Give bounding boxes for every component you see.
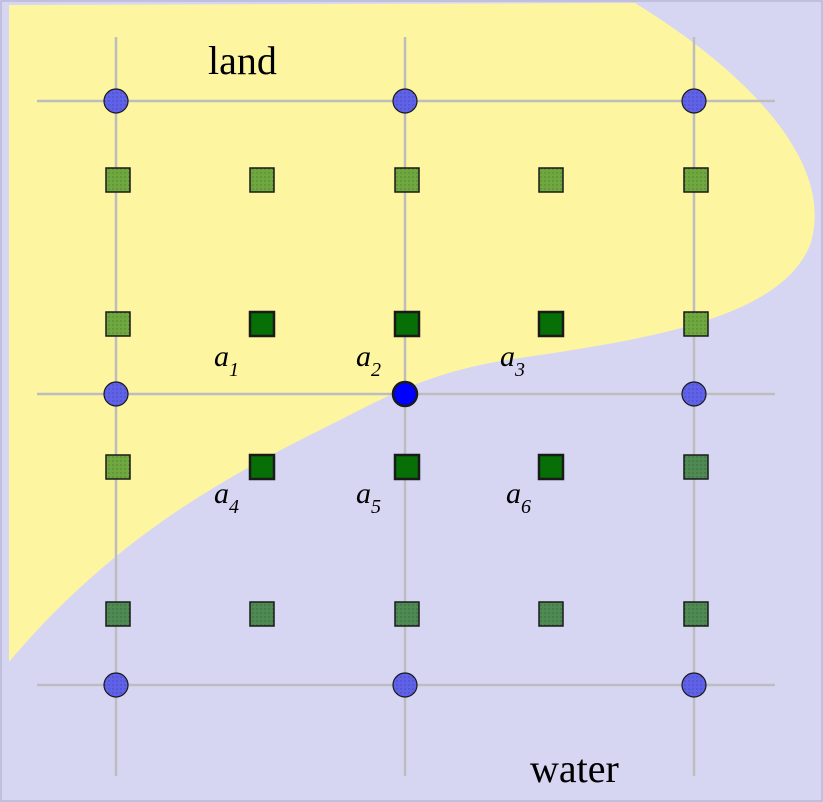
cells	[105, 167, 709, 627]
label-a6: a6	[506, 477, 531, 518]
highlighted-cell-square	[248, 310, 276, 338]
cell-square-texture	[684, 312, 708, 336]
node-circle-texture	[393, 89, 417, 113]
cell-square-texture	[684, 455, 708, 479]
water-label: water	[530, 746, 619, 791]
cell-square-texture	[539, 602, 563, 626]
label-a1: a1	[214, 340, 239, 381]
highlighted-cell-square	[537, 310, 565, 338]
cell-square-texture	[395, 168, 419, 192]
cell-square-texture	[684, 168, 708, 192]
land-label: land	[208, 38, 277, 83]
node-circle-texture	[104, 382, 128, 406]
cell-square-texture	[539, 168, 563, 192]
label-a3: a3	[500, 340, 525, 381]
cell-square-texture	[684, 602, 708, 626]
cell-square-texture	[250, 168, 274, 192]
label-a2: a2	[356, 340, 381, 381]
node-circle-texture	[682, 89, 706, 113]
node-circle-texture	[682, 673, 706, 697]
cell-square-texture	[106, 168, 130, 192]
cell-square-texture	[250, 602, 274, 626]
cell-square-texture	[106, 312, 130, 336]
node-circle-texture	[104, 673, 128, 697]
cell-square-texture	[106, 602, 130, 626]
a-labels: a1 a2 a3 a4 a5 a6	[214, 340, 531, 518]
highlighted-cell-square	[393, 453, 421, 481]
highlighted-cell-square	[393, 310, 421, 338]
node-circle-texture	[393, 673, 417, 697]
nodes	[103, 88, 707, 698]
highlighted-cell-square	[537, 453, 565, 481]
label-a4: a4	[214, 477, 239, 518]
label-a5: a5	[356, 477, 381, 518]
node-circle-texture	[104, 89, 128, 113]
cell-square-texture	[395, 602, 419, 626]
cell-square-texture	[106, 455, 130, 479]
highlighted-cell-square	[248, 453, 276, 481]
highlighted-node-circle	[391, 380, 419, 408]
node-circle-texture	[682, 382, 706, 406]
